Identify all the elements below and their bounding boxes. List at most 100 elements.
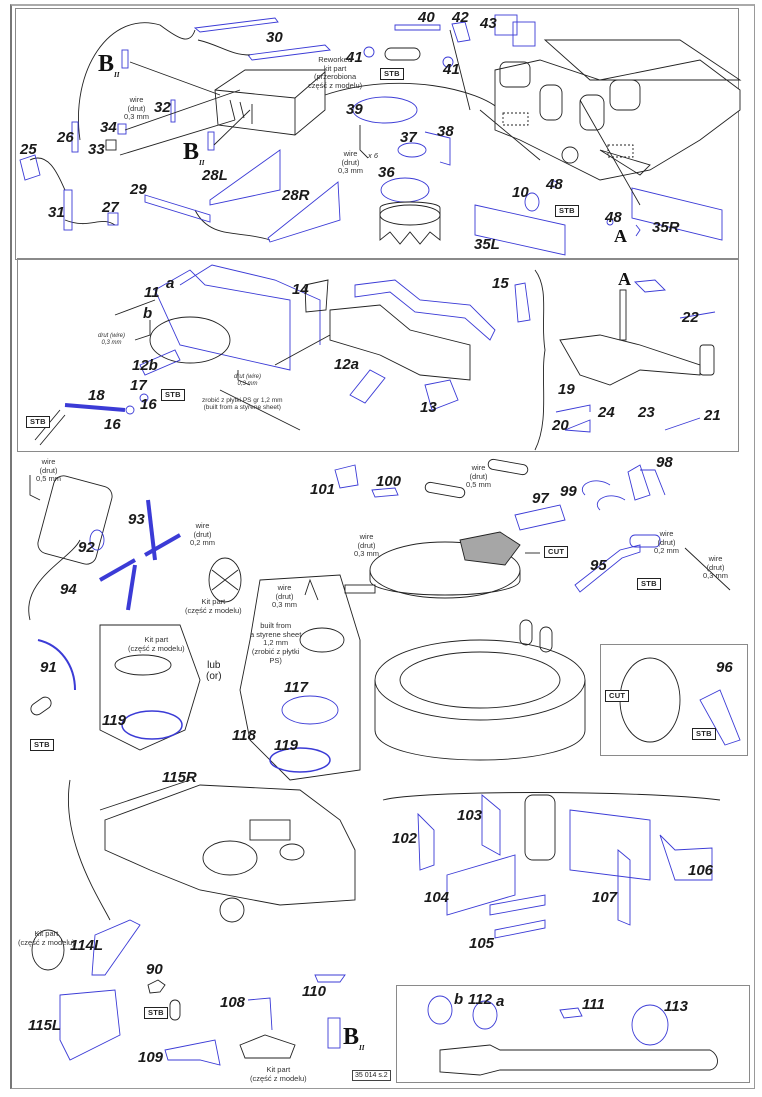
part-110-drawing: [314, 974, 346, 983]
part-label-12b: 12b: [132, 357, 158, 374]
part-113-ring: [631, 1004, 669, 1046]
part-label-18: 18: [88, 387, 105, 404]
oval-styrene-plate: [149, 316, 231, 364]
part-38-bracket: [424, 131, 451, 166]
part-111-drawing: [559, 1007, 583, 1019]
part-35L-gasket: [474, 204, 566, 256]
part-label-28L: 28L: [202, 167, 228, 184]
part-100-drawing: [371, 487, 399, 498]
part-label-97: 97: [532, 490, 549, 507]
note-built-from-styrene: built from a styrene sheet 1,2 mm (zrobi…: [250, 621, 302, 665]
part-label-119-left: 119: [102, 712, 126, 729]
note-kit-part-left: Kit part (część z modelu): [18, 929, 75, 947]
part-label-10: 10: [512, 184, 529, 201]
part-label-118: 118: [232, 727, 256, 744]
part-label-103: 103: [457, 807, 483, 824]
note-kit-part-wheel: Kit part (część z modelu): [185, 597, 242, 615]
part-label-34: 34: [100, 119, 117, 136]
engine-block-drawing: [494, 39, 742, 181]
part-label-109: 109: [138, 1049, 164, 1066]
part-label-42: 42: [452, 9, 469, 26]
note-wire-02-right: wire (drut) 0,2 mm: [654, 529, 680, 556]
part-label-112: 112: [468, 991, 492, 1008]
part-108-drawing: [247, 997, 273, 1031]
section-mid-frame: [17, 258, 739, 452]
stb-tag-mid-1: STB: [161, 389, 185, 401]
stb-tag-mid-2: STB: [26, 416, 50, 428]
part-95-drawing: [574, 544, 641, 593]
part-99-drawing: [582, 480, 611, 496]
inset-barrel-frame: [396, 985, 750, 1083]
part-label-35L: 35L: [474, 236, 500, 253]
box-part-drawing: [214, 69, 326, 136]
part-label-29: 29: [130, 181, 147, 198]
rivet-strip: [354, 279, 496, 341]
part-label-39: 39: [346, 101, 363, 118]
part-label-48b: 48: [605, 209, 622, 226]
part-label-117: 117: [284, 679, 308, 696]
part-112a-ring: [472, 1000, 498, 1030]
part-label-32: 32: [154, 99, 171, 116]
part-label-115L: 115L: [28, 1017, 62, 1034]
part-label-19: 19: [558, 381, 575, 398]
stb-tag-91: STB: [30, 739, 54, 751]
part-12b-drawing: [139, 349, 181, 376]
part-label-31: 31: [48, 204, 65, 221]
suspension-arm-drawing: [559, 334, 701, 386]
styrene-panel: [239, 574, 361, 781]
part-112b-ring: [427, 995, 453, 1025]
part-label-90: 90: [146, 961, 163, 978]
note-wire-mid-right: drut (wire) 0,3 mm: [234, 374, 262, 387]
note-wire-36: wire (drut) 0,3 mm: [338, 149, 364, 176]
part-label-a: a: [166, 275, 175, 292]
part-label-21: 21: [704, 407, 721, 424]
stb-tag-top-2: STB: [555, 205, 579, 217]
part-label-106: 106: [688, 862, 714, 879]
part-label-23: 23: [638, 404, 655, 421]
part-label-104: 104: [424, 889, 450, 906]
part-28R-drawing: [267, 181, 341, 243]
stb-tag-95: STB: [637, 578, 661, 590]
part-label-102: 102: [392, 830, 418, 847]
note-wire-05-left: wire (drut) 0,5 mm: [36, 457, 62, 484]
part-label-111: 111: [582, 996, 605, 1013]
part-label-37: 37: [400, 129, 417, 146]
note-styrene-sheet: zrobić z płytki PS gr 1,2 mm (built from…: [202, 397, 283, 412]
part-101-drawing: [334, 464, 359, 489]
part-105-drawing: [489, 894, 546, 916]
part-30-strip-a: [193, 17, 279, 33]
part-label-12a: 12a: [334, 356, 360, 373]
part-30-strip-b: [247, 44, 331, 61]
part-117-disc: [281, 695, 339, 725]
kit-part-panel: [99, 624, 201, 751]
part-39-disc: [352, 96, 418, 124]
part-115L-drawing: [59, 989, 121, 1061]
stb-tag-96: STB: [692, 728, 716, 740]
part-label-25: 25: [20, 141, 37, 158]
part-109-drawing: [164, 1039, 221, 1066]
periscope-housing: [37, 475, 113, 565]
page-code: 35 014 s.2: [352, 1070, 391, 1081]
part-label-33: 33: [88, 141, 105, 158]
part-label-27: 27: [102, 199, 119, 216]
part-97-drawing: [514, 504, 566, 531]
part-label-b: b: [143, 305, 153, 322]
part-a-plate: [179, 264, 321, 345]
ref-mark-A-mid: A: [618, 269, 631, 289]
stb-tag-turret: STB: [144, 1007, 168, 1019]
part-107-drawing: [617, 849, 631, 926]
part-label-11: 11: [144, 284, 160, 301]
ref-mark-B-turret: BII: [343, 1024, 365, 1052]
part-label-107: 107: [592, 889, 618, 906]
cut-tag-96: CUT: [605, 690, 630, 702]
part-label-114L: 114L: [70, 937, 104, 954]
part-103-drawing: [481, 794, 501, 856]
note-x6: x 6: [368, 151, 379, 160]
part-label-99: 99: [560, 483, 577, 500]
part-14-drawing: [304, 279, 329, 313]
part-label-108: 108: [220, 994, 246, 1011]
part-106-drawing: [659, 834, 713, 881]
inset-96-frame: [600, 644, 748, 756]
part-label-110: 110: [302, 983, 326, 1000]
part-104-drawing: [446, 854, 516, 916]
